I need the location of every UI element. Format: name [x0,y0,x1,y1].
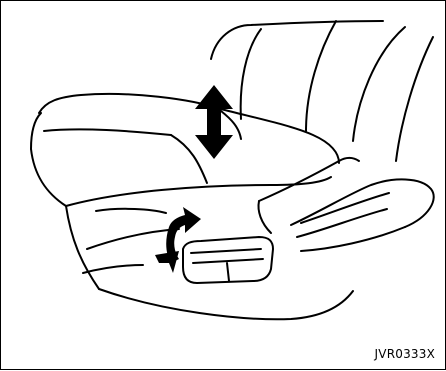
figure-code-label: JVR0333X [375,347,435,361]
height-lever [183,237,273,283]
lever-housing [259,158,434,251]
seat-cushion [31,94,339,206]
double-headed-vertical-arrow-icon [195,85,233,159]
